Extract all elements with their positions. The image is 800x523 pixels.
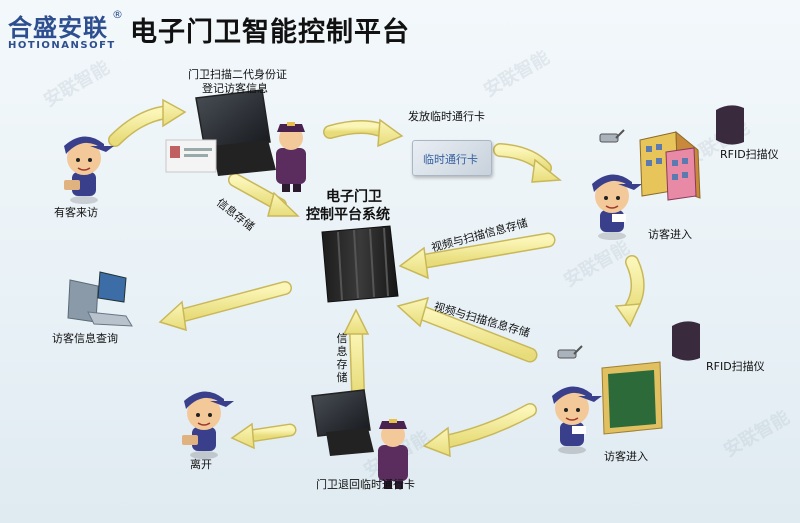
arrow-return-to-leave — [230, 422, 297, 450]
label-visitor-enter-top: 访客进入 — [648, 228, 692, 241]
camera-icon-top — [599, 129, 625, 143]
label-rfid-bottom: RFID扫描仪 — [706, 360, 765, 373]
arrow-scan-to-system — [228, 173, 300, 217]
label-visitor-enter-bottom: 访客进入 — [604, 450, 648, 463]
label-issue-card: 发放临时通行卡 — [408, 110, 485, 123]
label-system-line2: 控制平台系统 — [306, 207, 390, 223]
label-leave: 离开 — [190, 458, 212, 471]
label-info-store-bottom: 信息存储 — [336, 332, 348, 384]
arrow-visitor-to-scan — [108, 98, 187, 147]
scan-terminal-top — [165, 89, 276, 176]
arrow-bottom-enter-to-system — [396, 296, 538, 363]
server-rack-icon — [321, 225, 399, 303]
computer-icon — [67, 271, 133, 327]
label-visitor-arrive: 有客来访 — [54, 206, 98, 219]
rfid-scanner-icon-bottom — [672, 321, 700, 361]
label-scan-line1: 门卫扫描二代身份证 — [188, 68, 287, 81]
arrow-top-enter-to-bottom-enter — [614, 255, 645, 328]
visitor-figure-enter-bottom — [552, 386, 602, 454]
temporary-pass-card: 临时通行卡 — [412, 140, 492, 176]
logo-text: 合盛安联 — [8, 14, 108, 42]
label-return-card: 门卫退回临时通行卡 — [316, 478, 415, 491]
building-icon — [639, 130, 701, 201]
visitor-figure-enter-top — [592, 174, 642, 240]
page-title: 电子门卫智能控制平台 — [130, 17, 410, 48]
visitor-figure-arrive — [64, 136, 114, 204]
guard-figure-top — [276, 122, 306, 192]
scan-terminal-bottom — [311, 389, 374, 456]
rfid-scanner-icon-top — [716, 105, 744, 145]
arrow-top-enter-to-system — [398, 232, 556, 280]
arrow-return-to-system — [342, 308, 370, 399]
label-visitor-query: 访客信息查询 — [52, 332, 118, 345]
arrow-scan-to-card — [323, 118, 404, 148]
visitor-figure-leave — [182, 391, 234, 459]
registered-mark: ® — [112, 8, 123, 21]
label-system-line1: 电子门卫 — [326, 189, 382, 205]
arrow-system-to-query — [158, 281, 292, 332]
label-scan-line2: 登记访客信息 — [202, 82, 268, 95]
arrow-card-to-enter — [493, 143, 562, 183]
camera-icon-bottom — [557, 345, 583, 359]
arrow-bottom-enter-to-return — [422, 403, 537, 458]
guard-figure-bottom — [378, 419, 408, 489]
card-label: 临时通行卡 — [423, 153, 478, 166]
logo-english: HOTIONANSOFT — [8, 40, 116, 51]
door-icon — [601, 361, 663, 435]
label-rfid-top: RFID扫描仪 — [720, 148, 779, 161]
